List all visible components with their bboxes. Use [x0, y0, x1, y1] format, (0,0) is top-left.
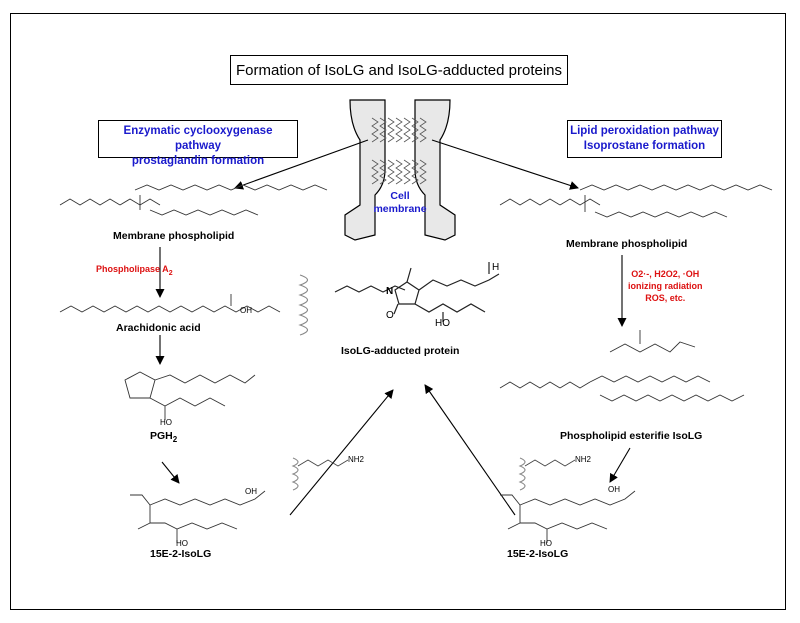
pgh2-structure	[124, 371, 256, 420]
arachidonic-acid-label: Arachidonic acid	[116, 322, 201, 334]
adducted-protein-label: IsoLG-adducted protein	[341, 345, 460, 357]
arrows	[155, 139, 631, 516]
pgh2-label: PGH2	[150, 430, 177, 444]
left-phospholipid-structure	[59, 184, 328, 216]
isolg-left-ho-label: HO	[176, 539, 188, 548]
oxidants-line1: O2·-, H2O2, ·OH	[631, 269, 700, 279]
adducted-protein-structure	[334, 262, 500, 322]
phospholipid-isolg-label: Phospholipid esterifie IsoLG	[560, 430, 703, 442]
oxidants-line2: ionizing radiation	[628, 281, 703, 291]
protein-helices	[291, 274, 526, 491]
pgh2-text: PGH	[150, 430, 173, 442]
phospholipase-label: Phospholipase A2	[96, 264, 173, 277]
phospholipase-subscript: 2	[168, 269, 173, 277]
isolg-left-structure	[130, 490, 266, 543]
lysine-chains	[297, 459, 576, 467]
left-pathway-box: Enzymatic cyclooxygenase pathway prostag…	[98, 120, 298, 167]
oxidants-label: O2·-, H2O2, ·OH ionizing radiation ROS, …	[628, 268, 703, 304]
lysine-left-nh2-label: NH2	[348, 455, 365, 464]
adduct-h-label: H	[492, 262, 500, 273]
membrane-phospholipid-right-label: Membrane phospholipid	[566, 238, 688, 250]
phospholipase-text: Phospholipase A	[96, 264, 169, 274]
oxidants-line3: ROS, etc.	[645, 293, 686, 303]
pgh2-ho-label: HO	[160, 418, 172, 427]
adduct-o-label: O	[386, 310, 394, 321]
cell-membrane-label: Cell membrane	[370, 190, 430, 216]
right-pathway-line2: Isoprostane formation	[583, 140, 706, 152]
phospholipid-isolg-structure	[499, 330, 745, 402]
left-pathway-line2: prostaglandin formation	[131, 155, 265, 167]
diagram-title: Formation of IsoLG and IsoLG-adducted pr…	[230, 55, 568, 85]
figure-frame	[10, 13, 786, 610]
membrane-phospholipid-left-label: Membrane phospholipid	[113, 230, 235, 242]
right-pathway-line1: Lipid peroxidation pathway	[570, 125, 719, 137]
isolg-right-ho-label: HO	[540, 539, 552, 548]
arachidonic-oh-label: OH	[240, 306, 252, 315]
isolg-left-label: 15E-2-IsoLG	[150, 548, 212, 560]
left-pathway-line1: Enzymatic cyclooxygenase pathway	[123, 125, 273, 152]
right-phospholipid-structure	[499, 184, 773, 218]
cell-membrane-line2: membrane	[373, 203, 427, 215]
isolg-left-oh-label: OH	[245, 487, 257, 496]
isolg-right-label: 15E-2-IsoLG	[507, 548, 569, 560]
lysine-right-nh2-label: NH2	[575, 455, 592, 464]
cell-membrane-graphic	[344, 99, 456, 241]
right-pathway-box: Lipid peroxidation pathway Isoprostane f…	[567, 120, 722, 158]
isolg-right-structure	[500, 490, 636, 543]
isolg-right-oh-label: OH	[608, 485, 620, 494]
pgh2-subscript: 2	[172, 435, 178, 445]
adduct-n-label: N	[386, 286, 394, 297]
arachidonic-acid-structure	[59, 294, 281, 313]
adduct-ho-label: HO	[435, 318, 450, 329]
cell-membrane-line1: Cell	[390, 190, 410, 202]
